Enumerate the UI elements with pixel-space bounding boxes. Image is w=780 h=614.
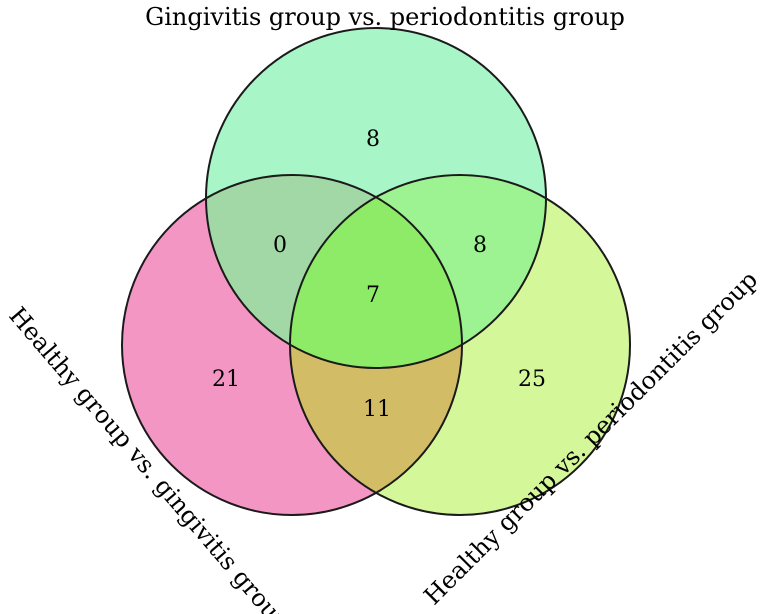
count-left-only: 21 [212,367,240,392]
set-left-outline [121,174,463,516]
count-top-right: 8 [473,233,487,258]
count-right-only: 25 [518,367,546,392]
count-top-left: 0 [273,233,287,258]
count-left-right: 11 [363,397,391,422]
count-all-three: 7 [366,283,380,308]
count-top-only: 8 [366,127,380,152]
set-label-top: Gingivitis group vs. periodontitis group [145,3,625,31]
set-right-outline [289,174,631,516]
